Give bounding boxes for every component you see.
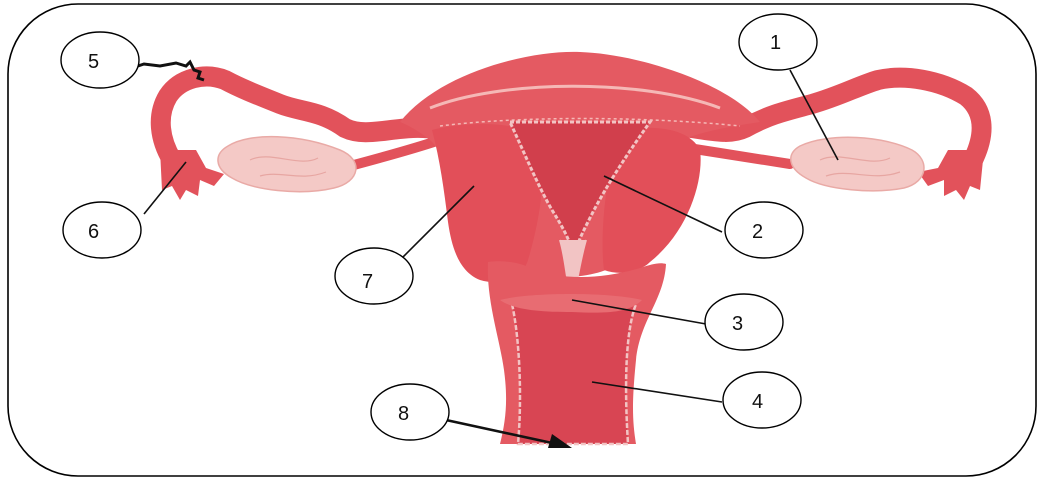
callout-4: 4	[723, 372, 801, 428]
callout-label-5: 5	[88, 51, 99, 73]
vaginal-lumen	[512, 298, 636, 444]
callout-6: 6	[63, 202, 141, 258]
callout-3: 3	[705, 294, 783, 350]
callout-label-8: 8	[398, 403, 409, 425]
callout-label-1: 1	[770, 32, 781, 54]
callout-label-6: 6	[88, 221, 99, 243]
callout-2: 2	[725, 202, 803, 258]
callout-7: 7	[335, 248, 413, 304]
callout-label-3: 3	[732, 313, 743, 335]
callout-label-4: 4	[752, 391, 763, 413]
callout-1: 1	[739, 14, 817, 70]
callout-label-2: 2	[752, 221, 763, 243]
callout-5: 5	[61, 32, 139, 88]
callout-label-7: 7	[362, 271, 373, 293]
callout-8: 8	[371, 384, 449, 440]
